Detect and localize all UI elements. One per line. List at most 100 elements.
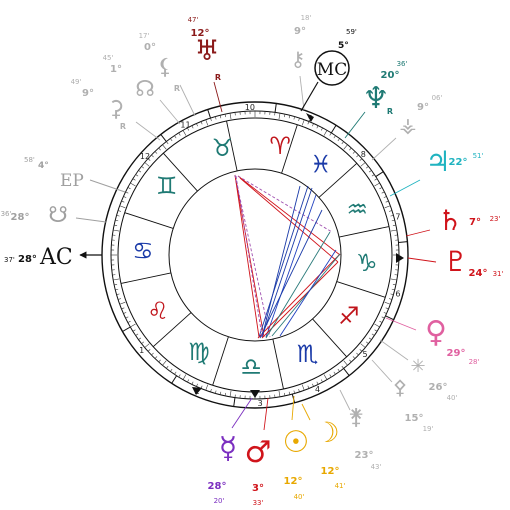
degree-tick: [191, 381, 194, 385]
degree-tick: [135, 333, 139, 336]
degree-tick: [130, 323, 136, 328]
ascendant-label: AC: [39, 245, 73, 270]
pallas-degree: 26°: [429, 382, 448, 393]
uranus-label-group: ♅12°47'R: [188, 16, 222, 82]
chiron-minute: 18': [301, 14, 312, 22]
degree-tick: [229, 390, 232, 397]
juno-label-group: ⚵23°43': [348, 405, 382, 471]
aspect-line: [279, 249, 337, 337]
degree-tick: [359, 349, 363, 352]
uranus-degree: 12°: [191, 28, 210, 39]
degree-tick: [359, 158, 363, 161]
ep-label: EP: [60, 171, 84, 191]
ceres-retrograde: R: [120, 122, 126, 131]
degree-tick: [284, 114, 286, 118]
degree-tick: [301, 384, 305, 391]
neptune-minute: 36': [397, 60, 408, 68]
vesta-degree: 9°: [417, 102, 429, 113]
degree-tick: [123, 312, 127, 314]
degree-tick: [337, 138, 340, 142]
sign-divider: [272, 339, 284, 390]
degree-tick: [278, 113, 281, 120]
aspect-line: [271, 253, 341, 337]
degree-tick: [200, 121, 203, 125]
ic-marker: [250, 390, 260, 398]
aspect-line: [237, 175, 333, 233]
degree-tick: [384, 301, 391, 305]
degree-tick: [316, 125, 319, 129]
house-cusp-tick: [207, 109, 211, 119]
degree-tick: [333, 135, 336, 139]
degree-tick: [381, 191, 385, 194]
sign-divider: [124, 212, 174, 229]
ceres-label-group: ⚳9°49'R: [71, 78, 127, 131]
degree-tick: [288, 115, 291, 119]
degree-tick: [114, 284, 118, 286]
ascendant-degree: 28°: [18, 254, 37, 265]
aspect-line: [239, 177, 339, 263]
mc-circle: [314, 50, 350, 86]
ceres-minute: 49': [71, 78, 82, 86]
degree-tick: [115, 219, 119, 222]
pluto-degree: 24°: [469, 268, 488, 279]
degree-tick: [374, 182, 380, 187]
degree-tick: [170, 138, 173, 142]
degree-tick: [191, 125, 194, 129]
sun-icon: ☉: [283, 425, 310, 460]
degree-tick: [187, 379, 190, 383]
pallas-minute: 40': [447, 394, 458, 402]
aspect-line: [261, 185, 301, 338]
moon-minute: 41': [335, 482, 346, 490]
moon-icon: ☽: [314, 416, 339, 449]
ceres-icon: ⚳: [108, 97, 124, 122]
degree-tick: [320, 127, 323, 131]
juno-pointer: [339, 389, 351, 411]
house-number: 1: [139, 346, 144, 355]
aspect-line: [234, 174, 271, 338]
mc-pointer: [306, 113, 314, 122]
north-node-label-group: ☊1°45'R: [103, 54, 181, 102]
sign-libra-glyph: ♎: [240, 353, 262, 381]
degree-tick: [116, 293, 120, 295]
mercury-pointer: [231, 397, 253, 429]
degree-tick: [151, 154, 154, 158]
degree-tick: [196, 383, 198, 387]
pluto-label-group: ♇24°31': [443, 245, 503, 279]
degree-tick: [343, 360, 348, 366]
venus-minute: 28': [469, 358, 480, 366]
sun-minute: 40': [294, 493, 305, 501]
house-cusp-tick: [398, 241, 408, 243]
degree-tick: [138, 170, 142, 173]
degree-tick: [349, 359, 352, 363]
vesta-minute: 06': [432, 94, 443, 102]
degree-tick: [352, 151, 356, 154]
juno-icon: ⚵: [348, 405, 364, 430]
sign-glyphs: ♈♉♊♋♌♍♎♏♐♑♒♓: [132, 132, 377, 381]
degree-tick: [329, 374, 332, 378]
house-number: 6: [395, 289, 400, 298]
degree-tick: [130, 182, 136, 187]
aspect-line: [237, 175, 341, 256]
lilith-minute: 17': [139, 32, 150, 40]
house-number: 11: [180, 120, 190, 129]
degree-tick: [356, 154, 359, 158]
saturn-degree: 7°: [469, 217, 481, 228]
degree-tick: [154, 356, 158, 359]
sign-divider: [339, 226, 390, 238]
degree-ring-inner: [117, 117, 393, 393]
degree-tick: [392, 224, 396, 226]
mercury-icon: ☿: [219, 431, 237, 466]
degree-tick: [178, 132, 181, 136]
degree-tick: [196, 123, 198, 127]
sign-divider: [318, 162, 358, 198]
degree-tick: [383, 312, 387, 314]
lilith-label-group: ⚸0°17': [139, 32, 173, 80]
aspect-line: [259, 209, 323, 339]
pars-fortunae-degree: 15°: [405, 413, 424, 424]
aspect-line: [261, 261, 339, 339]
house-number: 12: [140, 152, 150, 161]
degree-tick: [298, 389, 300, 393]
mars-pointer: [263, 397, 269, 431]
sun-degree: 12°: [284, 476, 303, 487]
degree-tick: [278, 390, 281, 397]
